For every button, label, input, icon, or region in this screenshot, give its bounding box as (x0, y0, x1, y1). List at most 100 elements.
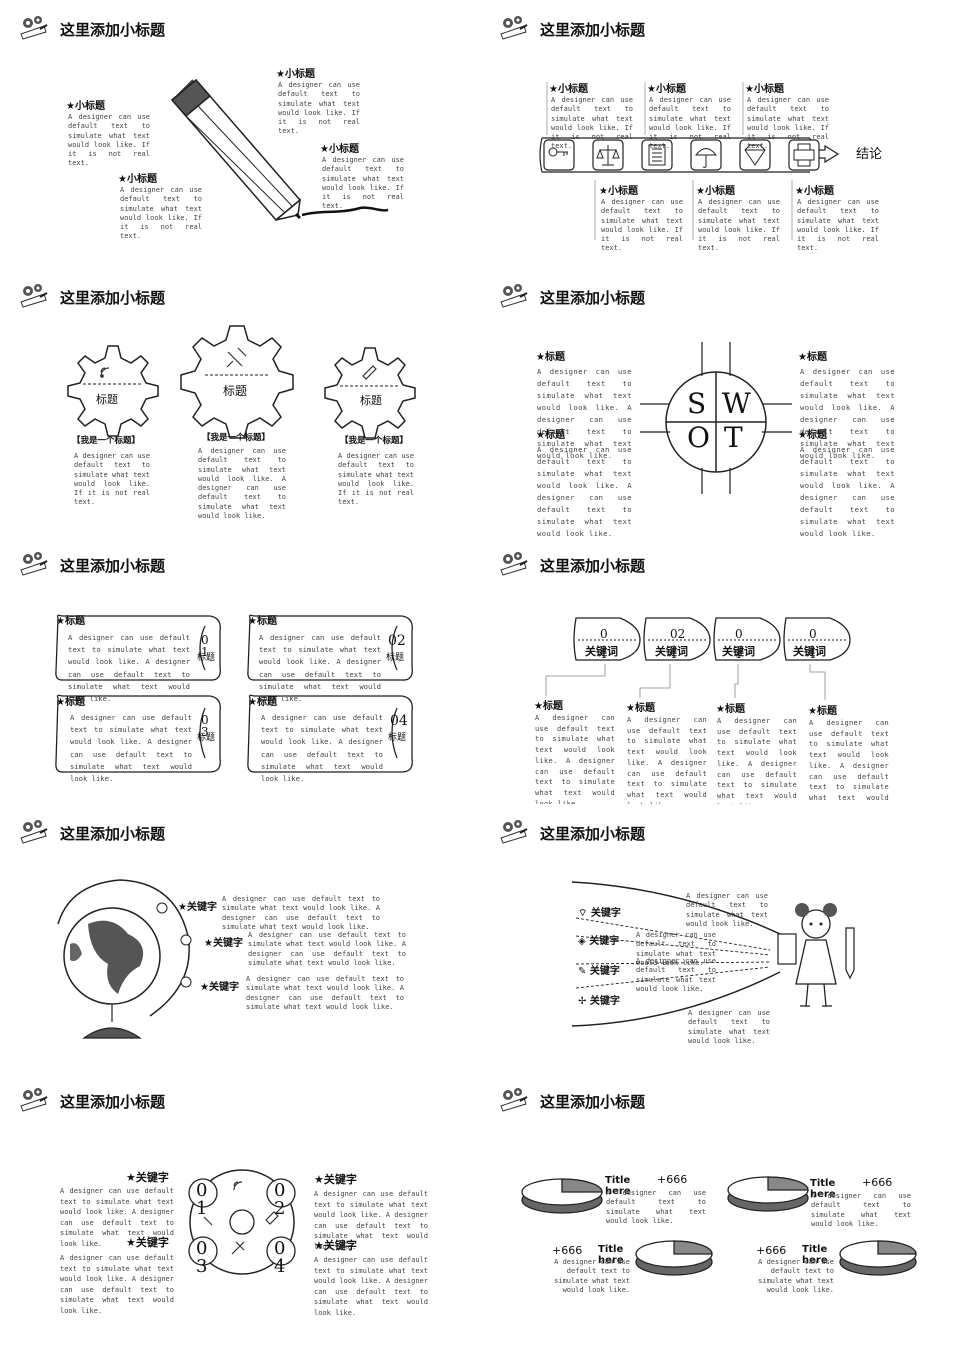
keyword-label: ★关键字 (178, 902, 217, 913)
pie-title: Title here (598, 1244, 624, 1266)
body-text: A designer can use default text to simul… (314, 1256, 428, 1317)
box-number: 04 (390, 713, 408, 729)
gear-label: 标题 (360, 394, 382, 407)
body-text: A designer can use default text to simul… (601, 198, 683, 253)
slide-title: 这里添加小标题 (60, 21, 166, 39)
keyword-label: ★关键字 (200, 982, 239, 993)
subtitle: ★标题 (798, 352, 827, 363)
keyword-label: 关键词 (793, 645, 826, 658)
body-text: A designer can use default text to simul… (809, 719, 889, 813)
body-text: A designer can use default text to simul… (537, 367, 632, 460)
pie-value: +666 (657, 1173, 688, 1186)
subtitle: ★标题 (626, 703, 655, 714)
keyword-label: ★关键字 (314, 1173, 357, 1186)
pie-value: +666 (552, 1244, 583, 1257)
box-tag: 标题 (386, 653, 405, 663)
body-text: A designer can use default text to simul… (222, 895, 380, 931)
body-text: A designer can use default text to simul… (811, 1192, 911, 1228)
body-text: A designer can use default text to simul… (636, 931, 716, 967)
pie-title: Title here (605, 1175, 631, 1197)
rss-icon: ⌔ (578, 908, 588, 919)
body-text: A designer can use default text to simul… (537, 445, 632, 538)
body-text: A designer can use default text to simul… (800, 445, 895, 538)
keyword-number: 0 1 (600, 627, 608, 661)
keyword-shields (545, 617, 851, 700)
subtitle: ★标题 (798, 430, 827, 441)
body-text: A designer can use default text to simul… (800, 367, 895, 460)
pin-icon: ✢ (578, 996, 587, 1007)
body-text: A designer can use default text to simul… (758, 1258, 834, 1294)
subtitle: ★小标题 (745, 84, 784, 95)
body-text: A designer can use default text to simul… (68, 113, 150, 168)
body-text: A designer can use default text to simul… (717, 717, 797, 811)
keyword-label: ✎ 关键字 (578, 966, 620, 977)
swot-letter: S (687, 387, 707, 420)
body-text: A designer can use default text to simul… (627, 716, 707, 810)
globe-icon (57, 879, 192, 1039)
keyword-label: ★关键字 (126, 1236, 169, 1249)
body-text: A designer can use default text to simul… (322, 156, 404, 211)
body-text: A designer can use default text to simul… (248, 931, 406, 967)
slide-9-circles: 这里添加小标题 0 1 0 2 0 3 0 4 ★关键字 A designer … (0, 1072, 470, 1327)
slide-6-keywords: 这里添加小标题 0 1 关键词 02 1 关键词 0 1 关键词 0 1 关键词… (480, 536, 950, 813)
body-text: A designer can use default text to simul… (636, 957, 716, 993)
pie-icons (521, 1176, 917, 1276)
slide-10-pies: 这里添加小标题 Title here +666 A designer can u… (480, 1072, 950, 1327)
subtitle: ★标题 (536, 430, 565, 441)
pie-value: +666 (862, 1176, 893, 1189)
body-text: A designer can use default text to simul… (278, 81, 360, 136)
keyword-label: 关键词 (655, 645, 688, 658)
subtitle: ★标题 (56, 616, 85, 627)
pencil-icon (170, 78, 389, 222)
body-text: A designer can use default text to simul… (551, 96, 633, 151)
keyword-label: ★关键字 (126, 1171, 169, 1184)
circle-number: 0 3 (196, 1238, 208, 1277)
subtitle: ★标题 (536, 352, 565, 363)
keyword-label: 关键词 (722, 645, 755, 658)
subtitle: ★小标题 (647, 84, 686, 95)
subtitle: ★小标题 (795, 186, 834, 197)
swot-letter: T (724, 421, 743, 454)
process-chain (539, 82, 840, 240)
circle-grid (188, 1169, 296, 1275)
slide-3-gears: 这里添加小标题 标题 标题 标题 【我是一个标题】 A designer can… (0, 268, 470, 523)
keyword-number: 02 1 (670, 627, 686, 661)
body-text: A designer can use default text to simul… (120, 186, 202, 241)
slide-4-swot: 这里添加小标题 S W O T ★标题 A designer can use d… (480, 268, 950, 538)
slide-title: 这里添加小标题 (540, 825, 646, 843)
slide-2-process: 这里添加小标题 ★小标题 A designer can use default … (480, 0, 950, 255)
slide-title: 这里添加小标题 (540, 557, 646, 575)
body-text: A designer can use default text to simul… (554, 1258, 630, 1294)
body-text: A designer can use default text to simul… (338, 452, 414, 507)
body-text: A designer can use default text to simul… (314, 1190, 428, 1251)
keyword-label: 关键词 (585, 645, 618, 658)
circle-number: 0 2 (274, 1180, 286, 1219)
body-text: A designer can use default text to simul… (606, 1189, 706, 1225)
frame-boxes (55, 614, 413, 773)
subtitle: ★小标题 (118, 174, 157, 185)
subtitle: ★标题 (56, 697, 85, 708)
slide-8-funnel: 这里添加小标题 ⌔ 关键字 ◈ 关键字 ✎ 关键字 ✢ 关键字 A design… (480, 804, 950, 1059)
keyword-label: ⌔ 关键字 (578, 908, 621, 919)
slide-title: 这里添加小标题 (60, 1093, 166, 1111)
subtitle: ★标题 (248, 616, 277, 627)
body-text: A designer can use default text to simul… (688, 1009, 770, 1045)
slide-title: 这里添加小标题 (60, 289, 166, 307)
body-text: A designer can use default text to simul… (649, 96, 731, 151)
box-tag: 标题 (197, 733, 216, 743)
subtitle: ★小标题 (549, 84, 588, 95)
box-number: 0 3 (201, 713, 209, 739)
gear-label: 标题 (223, 384, 248, 398)
box-tag: 标题 (197, 653, 216, 663)
body-text: A designer can use default text to simul… (261, 713, 383, 784)
slide-title: 这里添加小标题 (540, 1093, 646, 1111)
pie-title: Title here (810, 1178, 836, 1200)
slide-1-pencil: 这里添加小标题 ★小标题 A designer can use default … (0, 0, 470, 255)
subtitle: ★标题 (808, 706, 837, 717)
keyword-label: ★关键字 (314, 1239, 357, 1252)
subtitle: ★标题 (716, 704, 745, 715)
subtitle: ★标题 (534, 701, 563, 712)
gear-label: 标题 (96, 393, 118, 406)
body-text: A designer can use default text to simul… (686, 892, 768, 928)
subtitle: ★小标题 (276, 69, 315, 80)
